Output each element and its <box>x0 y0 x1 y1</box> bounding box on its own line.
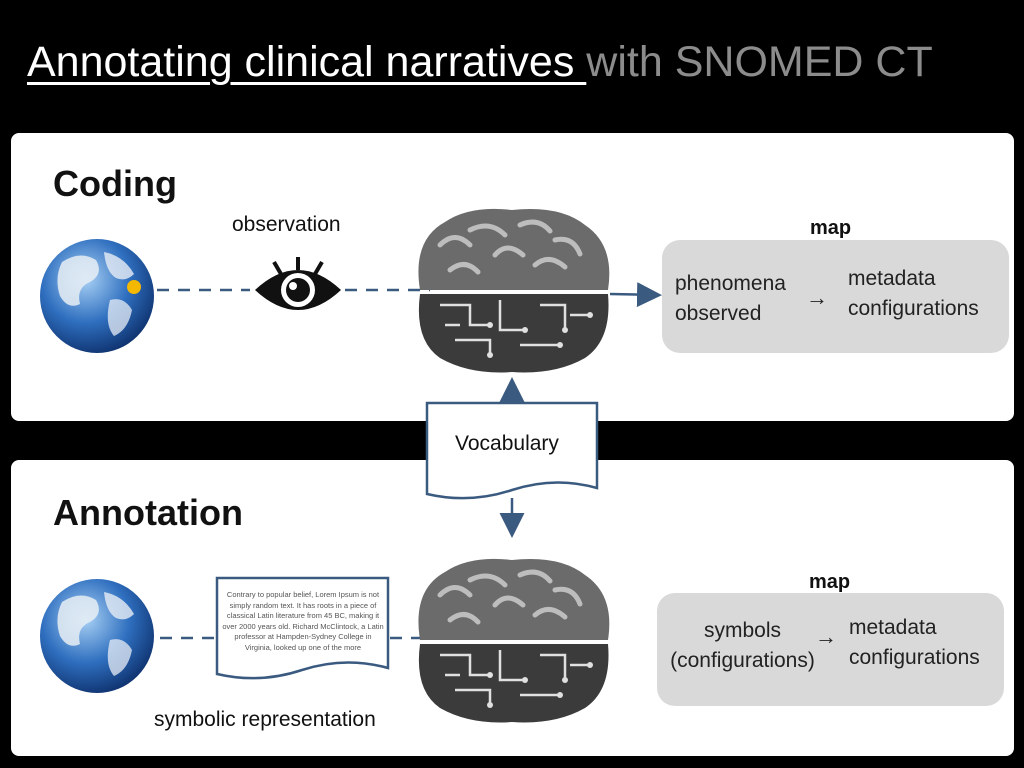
annotation-map-label: map <box>809 571 851 593</box>
observation-label: observation <box>232 213 341 236</box>
coding-heading: Coding <box>53 163 177 204</box>
coding-map-box <box>662 240 1009 353</box>
coding-map-left-line2: observed <box>675 302 762 325</box>
annotation-map-right-line1: metadata <box>849 616 937 639</box>
coding-map-label: map <box>810 217 852 239</box>
coding-map-right-line2: configurations <box>848 297 979 320</box>
annotation-map-left-line1: symbols <box>703 619 782 642</box>
narrative-document-text: Contrary to popular belief, Lorem Ipsum … <box>222 590 384 652</box>
vocabulary-box <box>425 401 599 500</box>
eye-icon <box>255 257 341 310</box>
globe-icon <box>40 239 154 353</box>
symbolic-representation-label: symbolic representation <box>154 708 376 731</box>
annotation-map-left-line2: (configurations) <box>670 649 815 672</box>
narrative-document <box>215 576 390 680</box>
annotation-map-left: symbols (configurations) <box>660 616 825 676</box>
coding-map-left-line1: phenomena <box>675 272 786 295</box>
vocabulary-label: Vocabulary <box>455 432 559 455</box>
slide-title: Annotating clinical narratives with SNOM… <box>27 38 933 87</box>
annotation-map-right-line2: configurations <box>849 646 980 669</box>
annotation-heading: Annotation <box>53 492 243 533</box>
brain-icon <box>418 208 610 373</box>
title-main: Annotating clinical narratives <box>27 38 587 86</box>
coding-map-left: phenomena observed <box>675 269 786 329</box>
coding-map-connector <box>609 282 662 308</box>
coding-map-right-line1: metadata <box>848 267 936 290</box>
annotation-map-right: metadata configurations <box>849 613 980 673</box>
annotation-map-box <box>657 593 1004 706</box>
title-secondary: with SNOMED CT <box>586 38 933 86</box>
brain-icon <box>418 558 610 723</box>
coding-map-right: metadata configurations <box>848 264 979 324</box>
annotation-map-arrow: → <box>815 624 837 649</box>
coding-map-arrow: → <box>806 285 828 310</box>
globe-icon <box>40 579 154 693</box>
